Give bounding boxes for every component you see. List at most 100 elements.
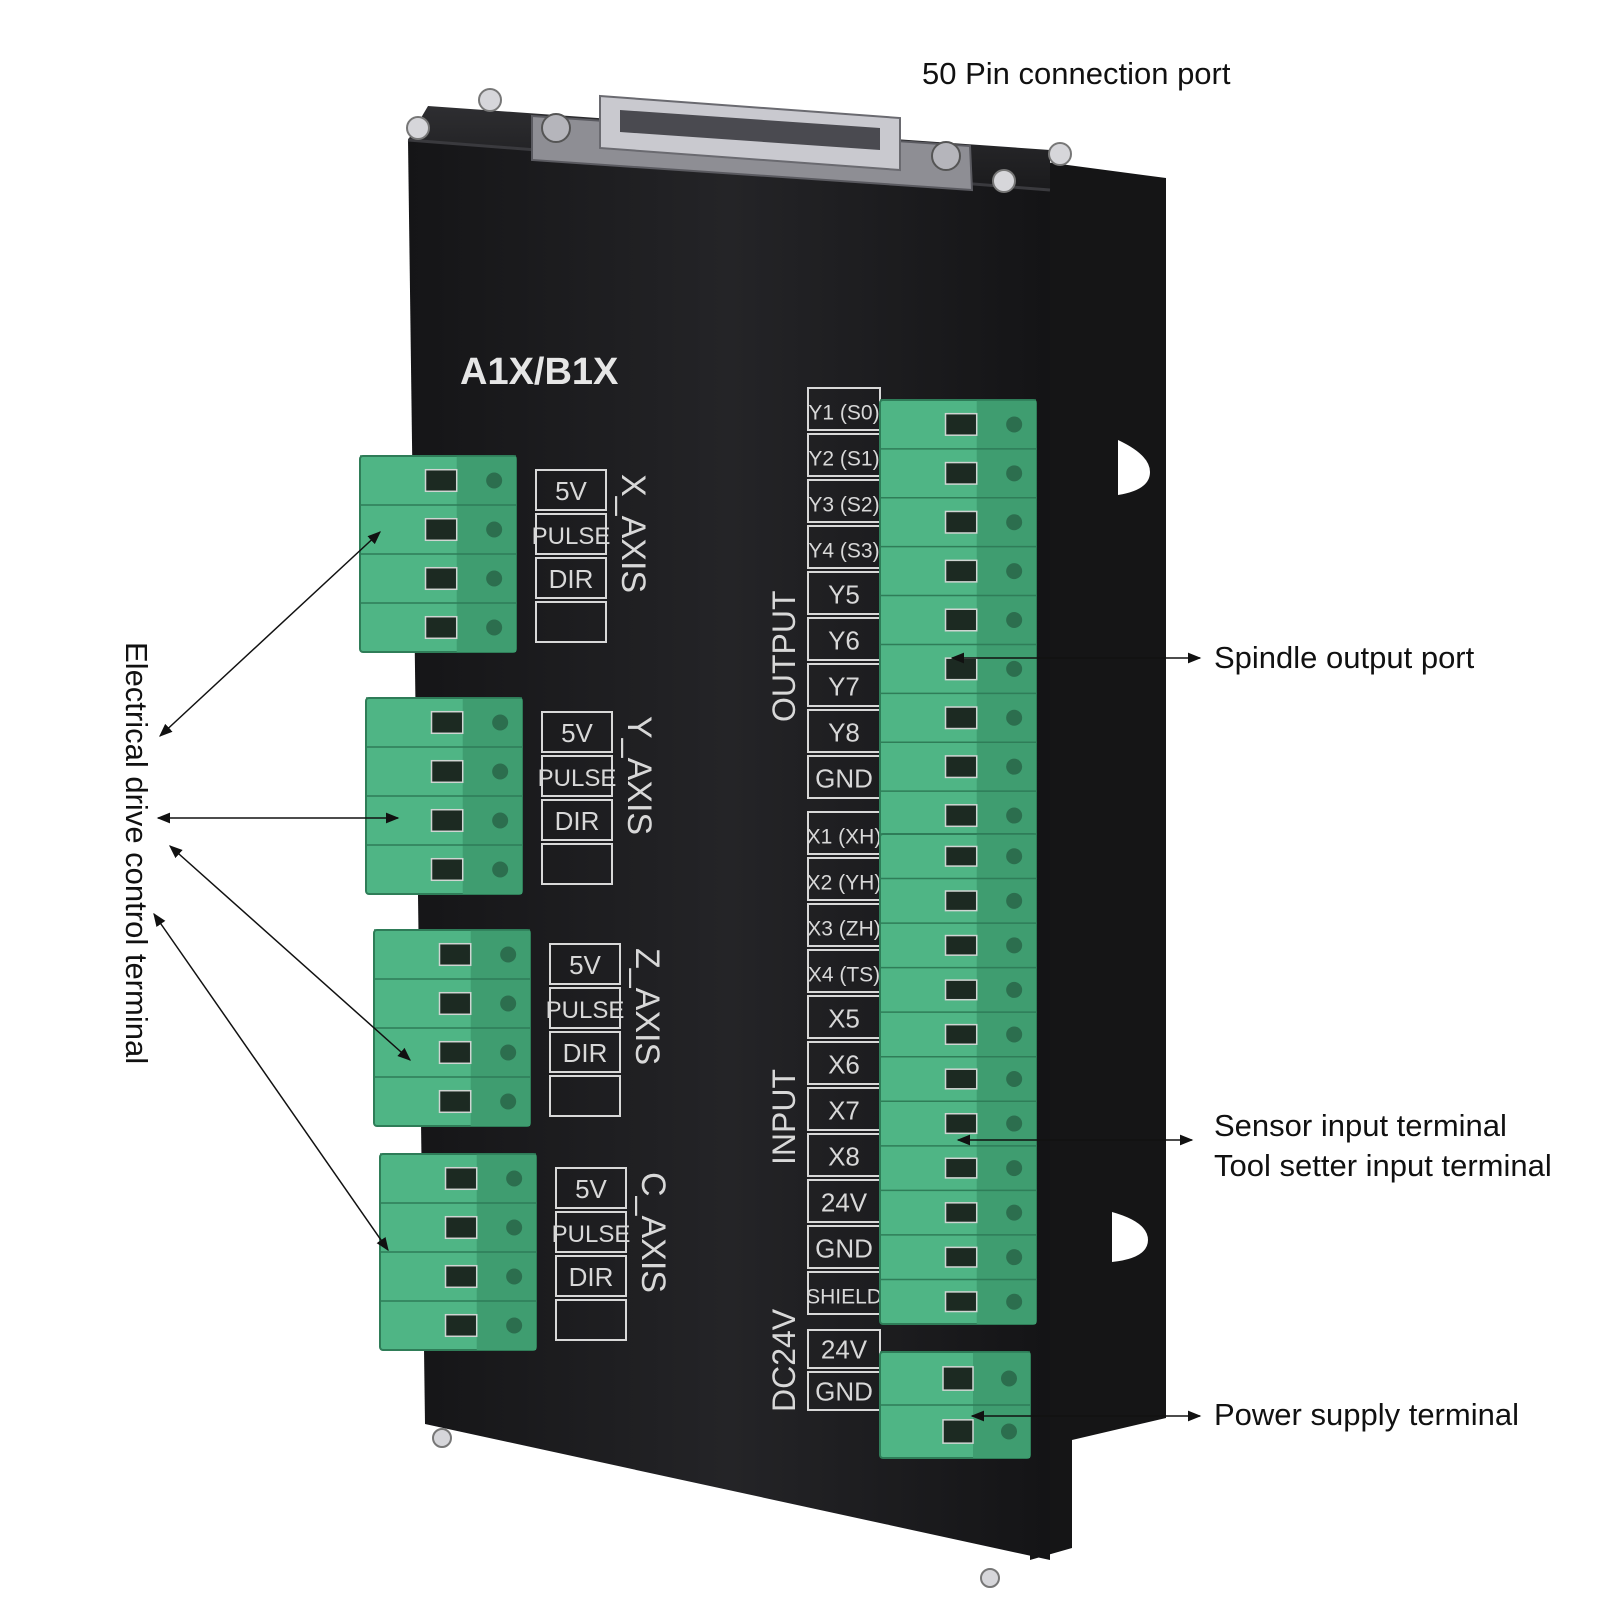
wire-hole <box>1001 1370 1017 1387</box>
pin-label: X2 (YH) <box>807 871 882 894</box>
pin-label: GND <box>815 1233 873 1263</box>
pin-label: 24V <box>821 1335 868 1365</box>
output-terminal-block <box>879 399 1037 841</box>
axis-pin-label: DIR <box>563 1038 608 1068</box>
axis-pin-box <box>535 513 607 555</box>
pin-label: Y4 (S3) <box>808 539 879 562</box>
screw-slot <box>942 1366 974 1391</box>
wire-hole <box>1006 612 1023 628</box>
callout-connector: 50 Pin connection port <box>922 56 1231 91</box>
wire-hole <box>1006 1293 1023 1310</box>
pin-label: Y6 <box>828 625 860 655</box>
pin-label: 24V <box>821 1187 868 1217</box>
pin-label: Y5 <box>828 579 860 609</box>
pin-label: X3 (ZH) <box>807 917 881 940</box>
axis-terminal-block <box>365 697 523 895</box>
wire-hole <box>500 946 517 963</box>
screw-slot <box>430 808 464 833</box>
pin-label: X5 <box>828 1003 860 1033</box>
axis-pin-label: PULSE <box>538 765 617 792</box>
wire-hole <box>492 812 509 829</box>
wire-hole <box>486 472 503 489</box>
screw-slot <box>430 857 464 882</box>
callout-arrows <box>153 531 1202 1422</box>
axis-pin-box <box>535 601 607 643</box>
side-heatsink <box>1030 160 1166 1560</box>
screw-slot <box>438 991 472 1016</box>
wire-hole <box>492 763 509 780</box>
db50-connector <box>531 94 974 192</box>
screw-slot <box>944 706 978 730</box>
wire-hole <box>1006 981 1023 998</box>
axis-pin-box <box>541 755 613 797</box>
screw-slot <box>424 566 458 591</box>
axis-pin-box <box>549 1031 621 1073</box>
screw-slot <box>424 615 458 640</box>
screw-slot <box>944 845 978 867</box>
screw-slot <box>944 890 978 912</box>
axis-pin-box <box>549 987 621 1029</box>
wire-hole <box>492 714 509 731</box>
wire-hole <box>500 1093 517 1110</box>
axis-pin-label: PULSE <box>552 1221 631 1248</box>
axis-pin-box <box>535 557 607 599</box>
wire-hole <box>1006 807 1023 824</box>
wire-hole <box>1006 758 1023 775</box>
wire-hole <box>506 1317 523 1334</box>
wire-hole <box>1006 416 1023 433</box>
model-label: A1X/B1X <box>460 351 619 393</box>
wire-hole <box>1006 514 1023 531</box>
input-title: INPUT <box>766 1069 802 1165</box>
wire-hole <box>506 1268 523 1285</box>
screw-slot <box>944 608 978 632</box>
axis-pin-label: DIR <box>569 1262 614 1292</box>
screw-slot <box>438 1040 472 1065</box>
pin-label: X1 (XH) <box>807 825 882 848</box>
screw-slot <box>944 510 978 534</box>
screw-slot <box>444 1166 478 1191</box>
wire-hole <box>1001 1423 1017 1440</box>
wire-hole <box>1006 1071 1023 1087</box>
axis-pin-box <box>541 711 613 753</box>
axis-pin-box <box>541 843 613 885</box>
screw-slot <box>444 1313 478 1338</box>
axis-pin-box <box>555 1211 627 1253</box>
output-title: OUTPUT <box>766 590 802 722</box>
wire-hole <box>1006 1160 1023 1177</box>
screw-slot <box>944 1291 978 1313</box>
axis-name: C_AXIS <box>634 1172 672 1293</box>
screw-slot <box>424 517 458 542</box>
axis-pin-box <box>541 799 613 841</box>
screw-slot <box>944 979 978 1001</box>
axis-terminal-block <box>379 1153 537 1351</box>
screw-slot <box>944 934 978 956</box>
axis-pin-box <box>549 943 621 985</box>
axis-pin-box <box>549 1075 621 1117</box>
wire-hole <box>1006 1026 1023 1043</box>
pin-label: GND <box>815 1377 873 1407</box>
wire-hole <box>492 861 509 878</box>
wire-hole <box>1006 465 1023 482</box>
axis-pin-label: DIR <box>549 564 594 594</box>
pin-label: Y3 (S2) <box>808 493 879 516</box>
wire-hole <box>506 1219 523 1236</box>
axis-pin-label: PULSE <box>546 997 625 1024</box>
screw-slot <box>438 942 472 967</box>
wire-hole <box>506 1170 523 1187</box>
screw-slot <box>944 804 978 828</box>
screw-slot <box>944 1157 978 1179</box>
wire-hole <box>1006 937 1023 954</box>
pin-label: X4 (TS) <box>808 963 880 986</box>
axis-pin-label: 5V <box>555 476 587 506</box>
screw-slot <box>944 1068 978 1090</box>
wire-hole <box>1006 1115 1023 1132</box>
power-terminal-block <box>879 1351 1031 1459</box>
axis-pin-box <box>555 1255 627 1297</box>
screw-slot <box>944 461 978 485</box>
axis-pin-box <box>535 469 607 511</box>
screw-slot <box>444 1264 478 1289</box>
